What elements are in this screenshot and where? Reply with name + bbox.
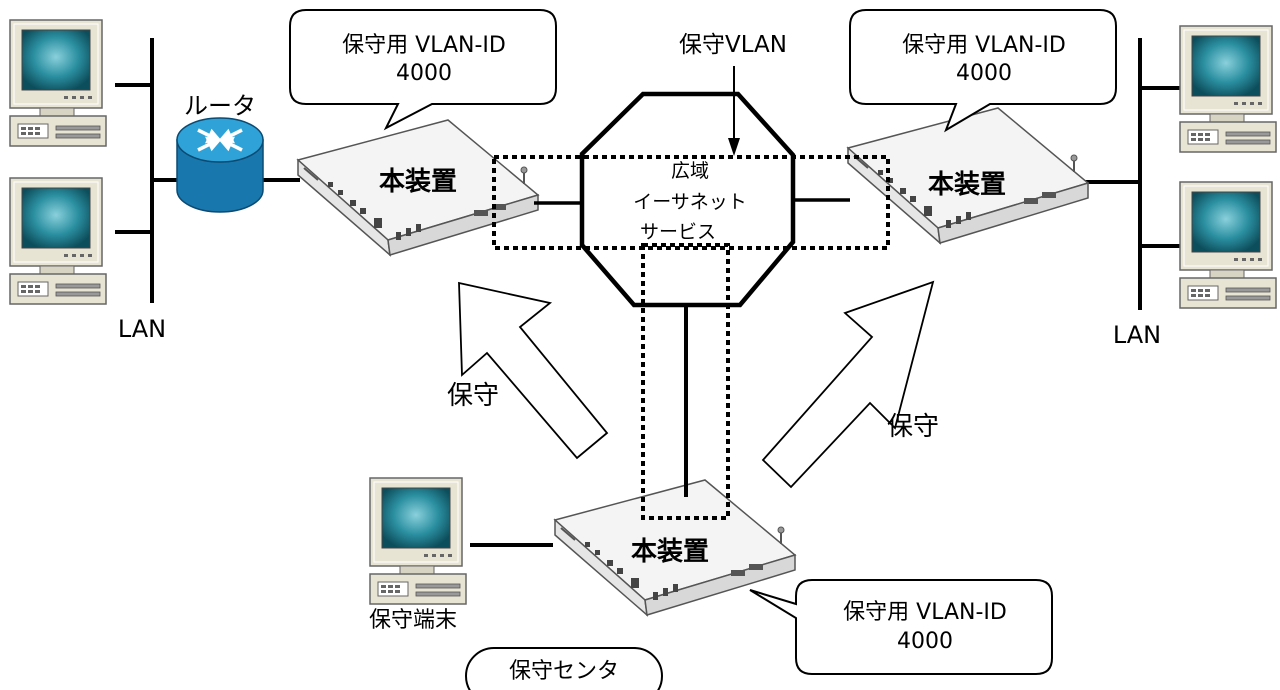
maintenance-center-frame	[465, 647, 663, 690]
callout-bottom-line1: 保守用 VLAN-ID	[843, 600, 1007, 625]
callout-right-bubble	[849, 9, 1117, 133]
callout-bottom-bubble	[749, 579, 1053, 675]
maintenance-terminal-pc-icon	[369, 477, 467, 605]
vlan-pointer-arrow	[728, 66, 740, 156]
maintenance-center-label: 保守センタ	[509, 659, 619, 684]
callout-left-line2: 4000	[396, 61, 452, 86]
maintenance-arrow-left	[458, 281, 609, 460]
wan-octagon	[579, 91, 796, 308]
pc-icon	[9, 177, 107, 305]
maintenance-vlan-label: 保守VLAN	[679, 32, 787, 58]
wan-label-line1: 広域	[671, 160, 709, 182]
device-bottom-label: 本装置	[631, 537, 709, 567]
router-icon	[176, 117, 264, 213]
pc-icon	[1179, 181, 1277, 309]
callout-right-line1: 保守用 VLAN-ID	[902, 33, 1066, 58]
device-left-label: 本装置	[379, 167, 457, 197]
maintenance-label-left: 保守	[447, 381, 499, 411]
callout-left-bubble	[289, 9, 557, 131]
maintenance-arrow-right	[761, 280, 935, 489]
lan-right-label: LAN	[1113, 321, 1161, 349]
pc-icon	[1179, 25, 1277, 153]
callout-right-line2: 4000	[956, 61, 1012, 86]
maintenance-label-right: 保守	[887, 412, 939, 442]
callout-bottom-line2: 4000	[897, 629, 953, 654]
pc-icon	[9, 19, 107, 147]
lan-left-label: LAN	[118, 315, 166, 343]
wan-label-line2: イーサネット	[633, 191, 747, 213]
maintenance-terminal-label: 保守端末	[369, 608, 457, 633]
device-right-label: 本装置	[928, 170, 1006, 200]
callout-left-line1: 保守用 VLAN-ID	[342, 33, 506, 58]
router-label: ルータ	[184, 92, 256, 120]
wan-label-line3: サービス	[640, 221, 716, 243]
maintenance-vlan-tunnel	[492, 155, 890, 520]
